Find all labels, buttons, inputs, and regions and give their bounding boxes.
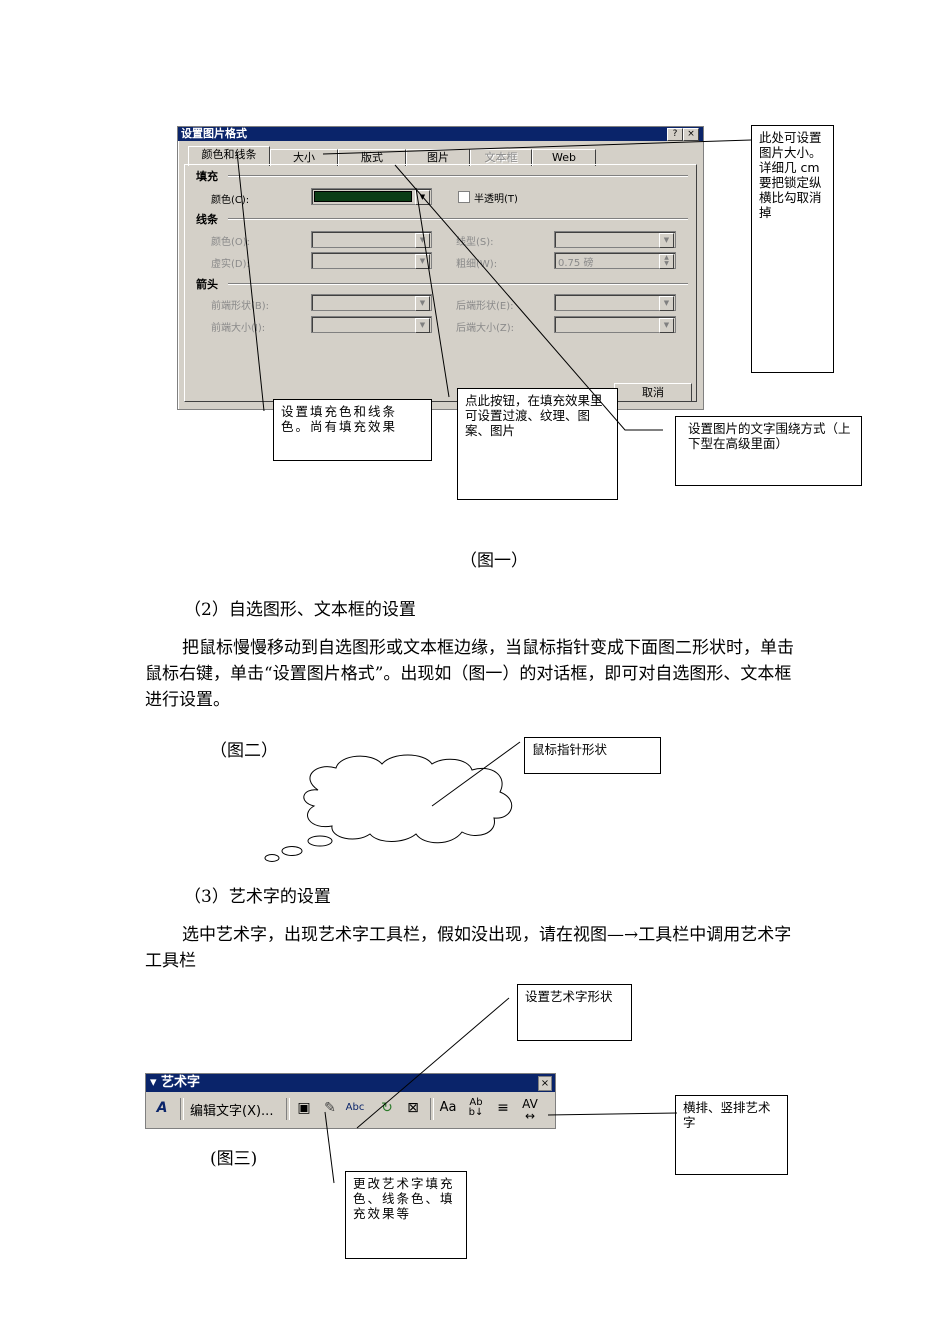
dialog-title-bar: 设置图片格式 bbox=[178, 127, 703, 141]
chevron-down-icon: ▼ bbox=[659, 296, 674, 311]
end-style-dropdown[interactable]: ▼ bbox=[554, 294, 676, 311]
line-style-label: 线型(S): bbox=[456, 237, 494, 248]
toolbar-separator bbox=[430, 1098, 434, 1120]
paragraph-autoshape: 把鼠标慢慢移动到自选图形或文本框边缘，当鼠标指针变成下面图二形状时，单击鼠标右键… bbox=[145, 638, 794, 710]
callout-layout: 设置图片的文字围绕方式（上下型在高级里面） bbox=[675, 416, 862, 486]
fill-divider bbox=[228, 175, 688, 177]
leader-line-fill-effect bbox=[324, 1111, 335, 1184]
close-button[interactable]: × bbox=[683, 128, 699, 141]
character-spacing-icon[interactable]: AV↔ bbox=[522, 1097, 538, 1123]
thought-bubble-3 bbox=[264, 854, 280, 862]
fill-color-label: 颜色(C): bbox=[211, 195, 250, 206]
arrows-divider bbox=[228, 283, 688, 285]
chevron-down-icon: ▼ bbox=[659, 233, 674, 248]
callout-fill-effect: 更改艺术字填充色、线条色、填充效果等 bbox=[345, 1171, 467, 1259]
leader-line-fill-button bbox=[415, 187, 450, 398]
toolbar-separator bbox=[286, 1098, 290, 1120]
toolbar-title-bar: ▾ 艺术字 bbox=[146, 1074, 555, 1092]
leader-line-vertical bbox=[547, 1112, 678, 1116]
wordart-gallery-icon[interactable]: ▣ bbox=[297, 1100, 311, 1116]
fill-color-swatch bbox=[314, 191, 412, 202]
chevron-down-icon: ▼ bbox=[415, 296, 430, 311]
callout-vertical: 横排、竖排艺术字 bbox=[675, 1095, 788, 1175]
dash-label: 虚实(D): bbox=[211, 259, 250, 270]
alignment-icon[interactable]: ≡ bbox=[497, 1100, 509, 1116]
weight-value: 0.75 磅 bbox=[558, 258, 594, 269]
edit-text-button[interactable]: 编辑文字(X)... bbox=[190, 1104, 274, 1119]
text-wrapping-icon[interactable]: ⊠ bbox=[407, 1100, 419, 1116]
weight-label: 粗细(W): bbox=[456, 259, 498, 270]
begin-style-dropdown[interactable]: ▼ bbox=[311, 294, 432, 311]
tab-picture[interactable]: 图片 bbox=[406, 149, 470, 166]
begin-style-label: 前端形状(B): bbox=[211, 301, 270, 312]
leader-line-layout bbox=[394, 164, 663, 431]
format-wordart-icon[interactable]: ✎ bbox=[324, 1100, 336, 1116]
dash-dropdown[interactable]: ▼ bbox=[311, 252, 432, 269]
heading-wordart: （3）艺术字的设置 bbox=[184, 887, 331, 907]
leader-line-shape bbox=[356, 997, 510, 1129]
end-size-dropdown[interactable]: ▼ bbox=[554, 316, 676, 333]
figure3-caption: (图三) bbox=[210, 1149, 258, 1169]
line-color-dropdown[interactable]: ▼ bbox=[311, 231, 432, 248]
paragraph-wordart: 选中艺术字，出现艺术字工具栏，假如没出现，请在视图—→工具栏中调用艺术字工具栏 bbox=[145, 925, 792, 971]
cancel-button[interactable]: 取消 bbox=[614, 383, 692, 402]
tab-textbox[interactable]: 文本框 bbox=[470, 149, 532, 166]
insert-wordart-icon[interactable]: A bbox=[156, 1100, 168, 1116]
leader-line-pointer bbox=[431, 741, 521, 807]
callout-shape: 设置艺术字形状 bbox=[517, 984, 632, 1041]
line-divider bbox=[228, 218, 688, 220]
chevron-down-icon: ▼ bbox=[659, 318, 674, 333]
thought-bubble-1 bbox=[307, 835, 333, 847]
begin-size-label: 前端大小(I): bbox=[211, 323, 266, 334]
callout-fill: 设置填充色和线条色。尚有填充效果 bbox=[273, 399, 432, 461]
weight-spinner[interactable]: 0.75 磅 ▲▼ bbox=[554, 252, 676, 269]
dialog-title: 设置图片格式 bbox=[181, 127, 247, 140]
semi-transparent-checkbox[interactable] bbox=[458, 191, 470, 203]
toolbar-separator bbox=[180, 1098, 184, 1120]
begin-size-dropdown[interactable]: ▼ bbox=[311, 316, 432, 333]
tab-colors-lines[interactable]: 颜色和线条 bbox=[188, 146, 270, 166]
heading-autoshape: （2）自选图形、文本框的设置 bbox=[184, 600, 416, 620]
help-button[interactable]: ? bbox=[667, 128, 683, 141]
same-letter-heights-icon[interactable]: Aa bbox=[439, 1100, 457, 1115]
leader-line-size bbox=[322, 139, 752, 155]
line-style-dropdown[interactable]: ▼ bbox=[554, 231, 676, 248]
figure2-caption: （图二） bbox=[210, 741, 278, 761]
end-style-label: 后端形状(E): bbox=[456, 301, 514, 312]
free-rotate-icon[interactable]: ↻ bbox=[381, 1100, 393, 1116]
thought-cloud-shape bbox=[303, 754, 513, 844]
callout-fill-button: 点此按钮，在填充效果里可设置过渡、纹理、图案、图片 bbox=[457, 388, 618, 500]
figure1-caption: （图一） bbox=[460, 551, 528, 571]
tab-panel bbox=[184, 164, 697, 402]
line-section-label: 线条 bbox=[196, 213, 218, 226]
line-color-label: 颜色(O): bbox=[211, 237, 251, 248]
fill-section-label: 填充 bbox=[196, 170, 218, 183]
format-picture-dialog: 设置图片格式 ? × 颜色和线条 大小 版式 图片 文本框 Web 填充 颜色(… bbox=[177, 126, 704, 410]
thought-bubble-2 bbox=[281, 846, 303, 856]
chevron-down-icon: ▼ bbox=[415, 233, 430, 248]
end-size-label: 后端大小(Z): bbox=[456, 323, 515, 334]
toolbar-close-icon[interactable]: × bbox=[538, 1076, 552, 1091]
toolbar-title: ▾ 艺术字 bbox=[150, 1075, 201, 1090]
semi-transparent-label: 半透明(T) bbox=[474, 194, 518, 205]
chevron-down-icon: ▼ bbox=[415, 318, 430, 333]
spinner-arrows-icon: ▲▼ bbox=[659, 254, 674, 269]
tab-web[interactable]: Web bbox=[532, 149, 596, 166]
callout-size: 此处可设置图片大小。详细几 cm 要把锁定纵横比勾取消掉 bbox=[751, 125, 834, 373]
arrows-section-label: 箭头 bbox=[196, 278, 218, 291]
callout-pointer: 鼠标指针形状 bbox=[524, 737, 661, 774]
tab-size[interactable]: 大小 bbox=[270, 149, 338, 166]
leader-line-fill bbox=[236, 151, 265, 412]
chevron-down-icon: ▼ bbox=[415, 254, 430, 269]
wordart-shape-icon[interactable]: Abc bbox=[345, 1102, 365, 1113]
